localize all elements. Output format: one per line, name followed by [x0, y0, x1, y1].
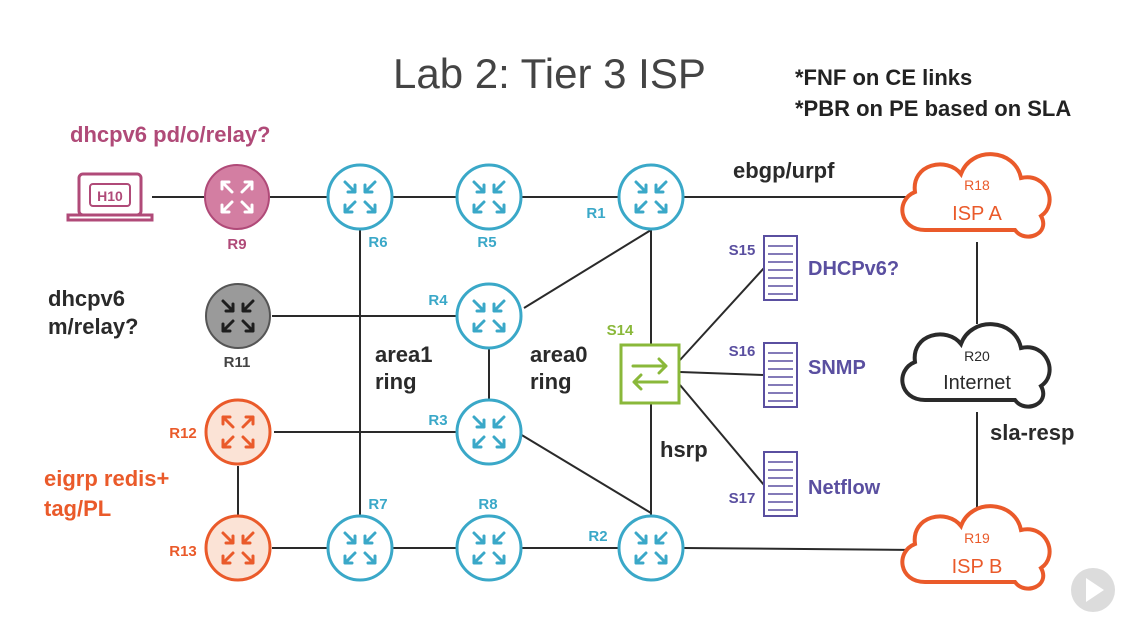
cloud-isp-b[interactable]: R19 ISP B [900, 504, 1052, 591]
router-label-r13: R13 [169, 543, 197, 560]
router-label-r4: R4 [428, 292, 448, 309]
annotation-hsrp: hsrp [660, 437, 708, 462]
router-label-r1: R1 [586, 205, 605, 222]
note-pbr: *PBR on PE based on SLA [795, 96, 1071, 121]
router-label-r6: R6 [368, 234, 387, 251]
server-icon [768, 245, 793, 295]
router-label-r9: R9 [227, 236, 246, 253]
annotation-dhcpv6-pd: dhcpv6 pd/o/relay? [70, 122, 271, 147]
router-label-r5: R5 [477, 234, 496, 251]
annotation-dhcpv6-m-line1: dhcpv6 [48, 286, 125, 311]
switch-label-s14: S14 [607, 322, 634, 339]
note-fnf: *FNF on CE links [795, 65, 972, 90]
router-r1[interactable] [617, 163, 685, 231]
annotation-sla-resp: sla-resp [990, 420, 1074, 445]
router-label-r12: R12 [169, 425, 197, 442]
server-label-s16: S16 [729, 343, 756, 360]
server-label-s15: S15 [729, 242, 756, 259]
cloud-label-r18: R18 [964, 177, 990, 193]
cloud-internet[interactable]: R20 Internet [900, 322, 1052, 409]
router-r4[interactable] [455, 282, 523, 350]
diagram-title: Lab 2: Tier 3 ISP [393, 50, 706, 97]
router-r5[interactable] [455, 163, 523, 231]
switch-s14[interactable] [619, 343, 681, 405]
server-icon [768, 461, 793, 511]
router-r7[interactable] [326, 514, 394, 582]
cloud-name-internet: Internet [943, 372, 1011, 394]
server-icon [768, 352, 793, 402]
router-r12[interactable] [204, 398, 272, 466]
router-label-r3: R3 [428, 412, 447, 429]
play-icon [1086, 578, 1104, 602]
router-label-r2: R2 [588, 528, 607, 545]
router-label-r8: R8 [478, 496, 497, 513]
annotation-area0-line2: ring [530, 369, 572, 394]
router-r2[interactable] [617, 514, 685, 582]
server-s17[interactable] [763, 451, 798, 517]
server-label-s17: S17 [729, 490, 756, 507]
server-name-snmp: SNMP [808, 357, 866, 379]
annotation-area1-line2: ring [375, 369, 417, 394]
annotation-eigrp-line1: eigrp redis+ [44, 466, 169, 491]
server-s15[interactable] [763, 235, 798, 301]
annotation-eigrp-line2: tag/PL [44, 496, 111, 521]
host-label-h10: H10 [97, 188, 123, 204]
cloud-name-isp-b: ISP B [952, 556, 1003, 578]
server-name-dhcpv6: DHCPv6? [808, 258, 899, 280]
router-r6[interactable] [326, 163, 394, 231]
laptop-icon[interactable]: H10 [66, 172, 154, 222]
router-r11[interactable] [205, 283, 271, 349]
links [152, 196, 978, 551]
switch-icon [631, 357, 669, 391]
server-name-netflow: Netflow [808, 477, 881, 499]
router-r13[interactable] [204, 514, 272, 582]
router-r3[interactable] [455, 398, 523, 466]
cloud-label-r19: R19 [964, 530, 990, 546]
cloud-label-r20: R20 [964, 348, 990, 364]
router-r8[interactable] [455, 514, 523, 582]
cloud-icon [900, 322, 1052, 409]
cloud-name-isp-a: ISP A [952, 203, 1002, 225]
server-s16[interactable] [763, 342, 798, 408]
router-r9[interactable] [204, 164, 270, 230]
annotation-dhcpv6-m-line2: m/relay? [48, 314, 139, 339]
router-label-r7: R7 [368, 496, 387, 513]
router-label-r11: R11 [224, 354, 251, 371]
annotation-ebgp: ebgp/urpf [733, 158, 835, 183]
annotation-area1-line1: area1 [375, 342, 433, 367]
play-button[interactable] [1071, 568, 1115, 612]
cloud-isp-a[interactable]: R18 ISP A [900, 152, 1052, 239]
annotation-area0-line1: area0 [530, 342, 588, 367]
